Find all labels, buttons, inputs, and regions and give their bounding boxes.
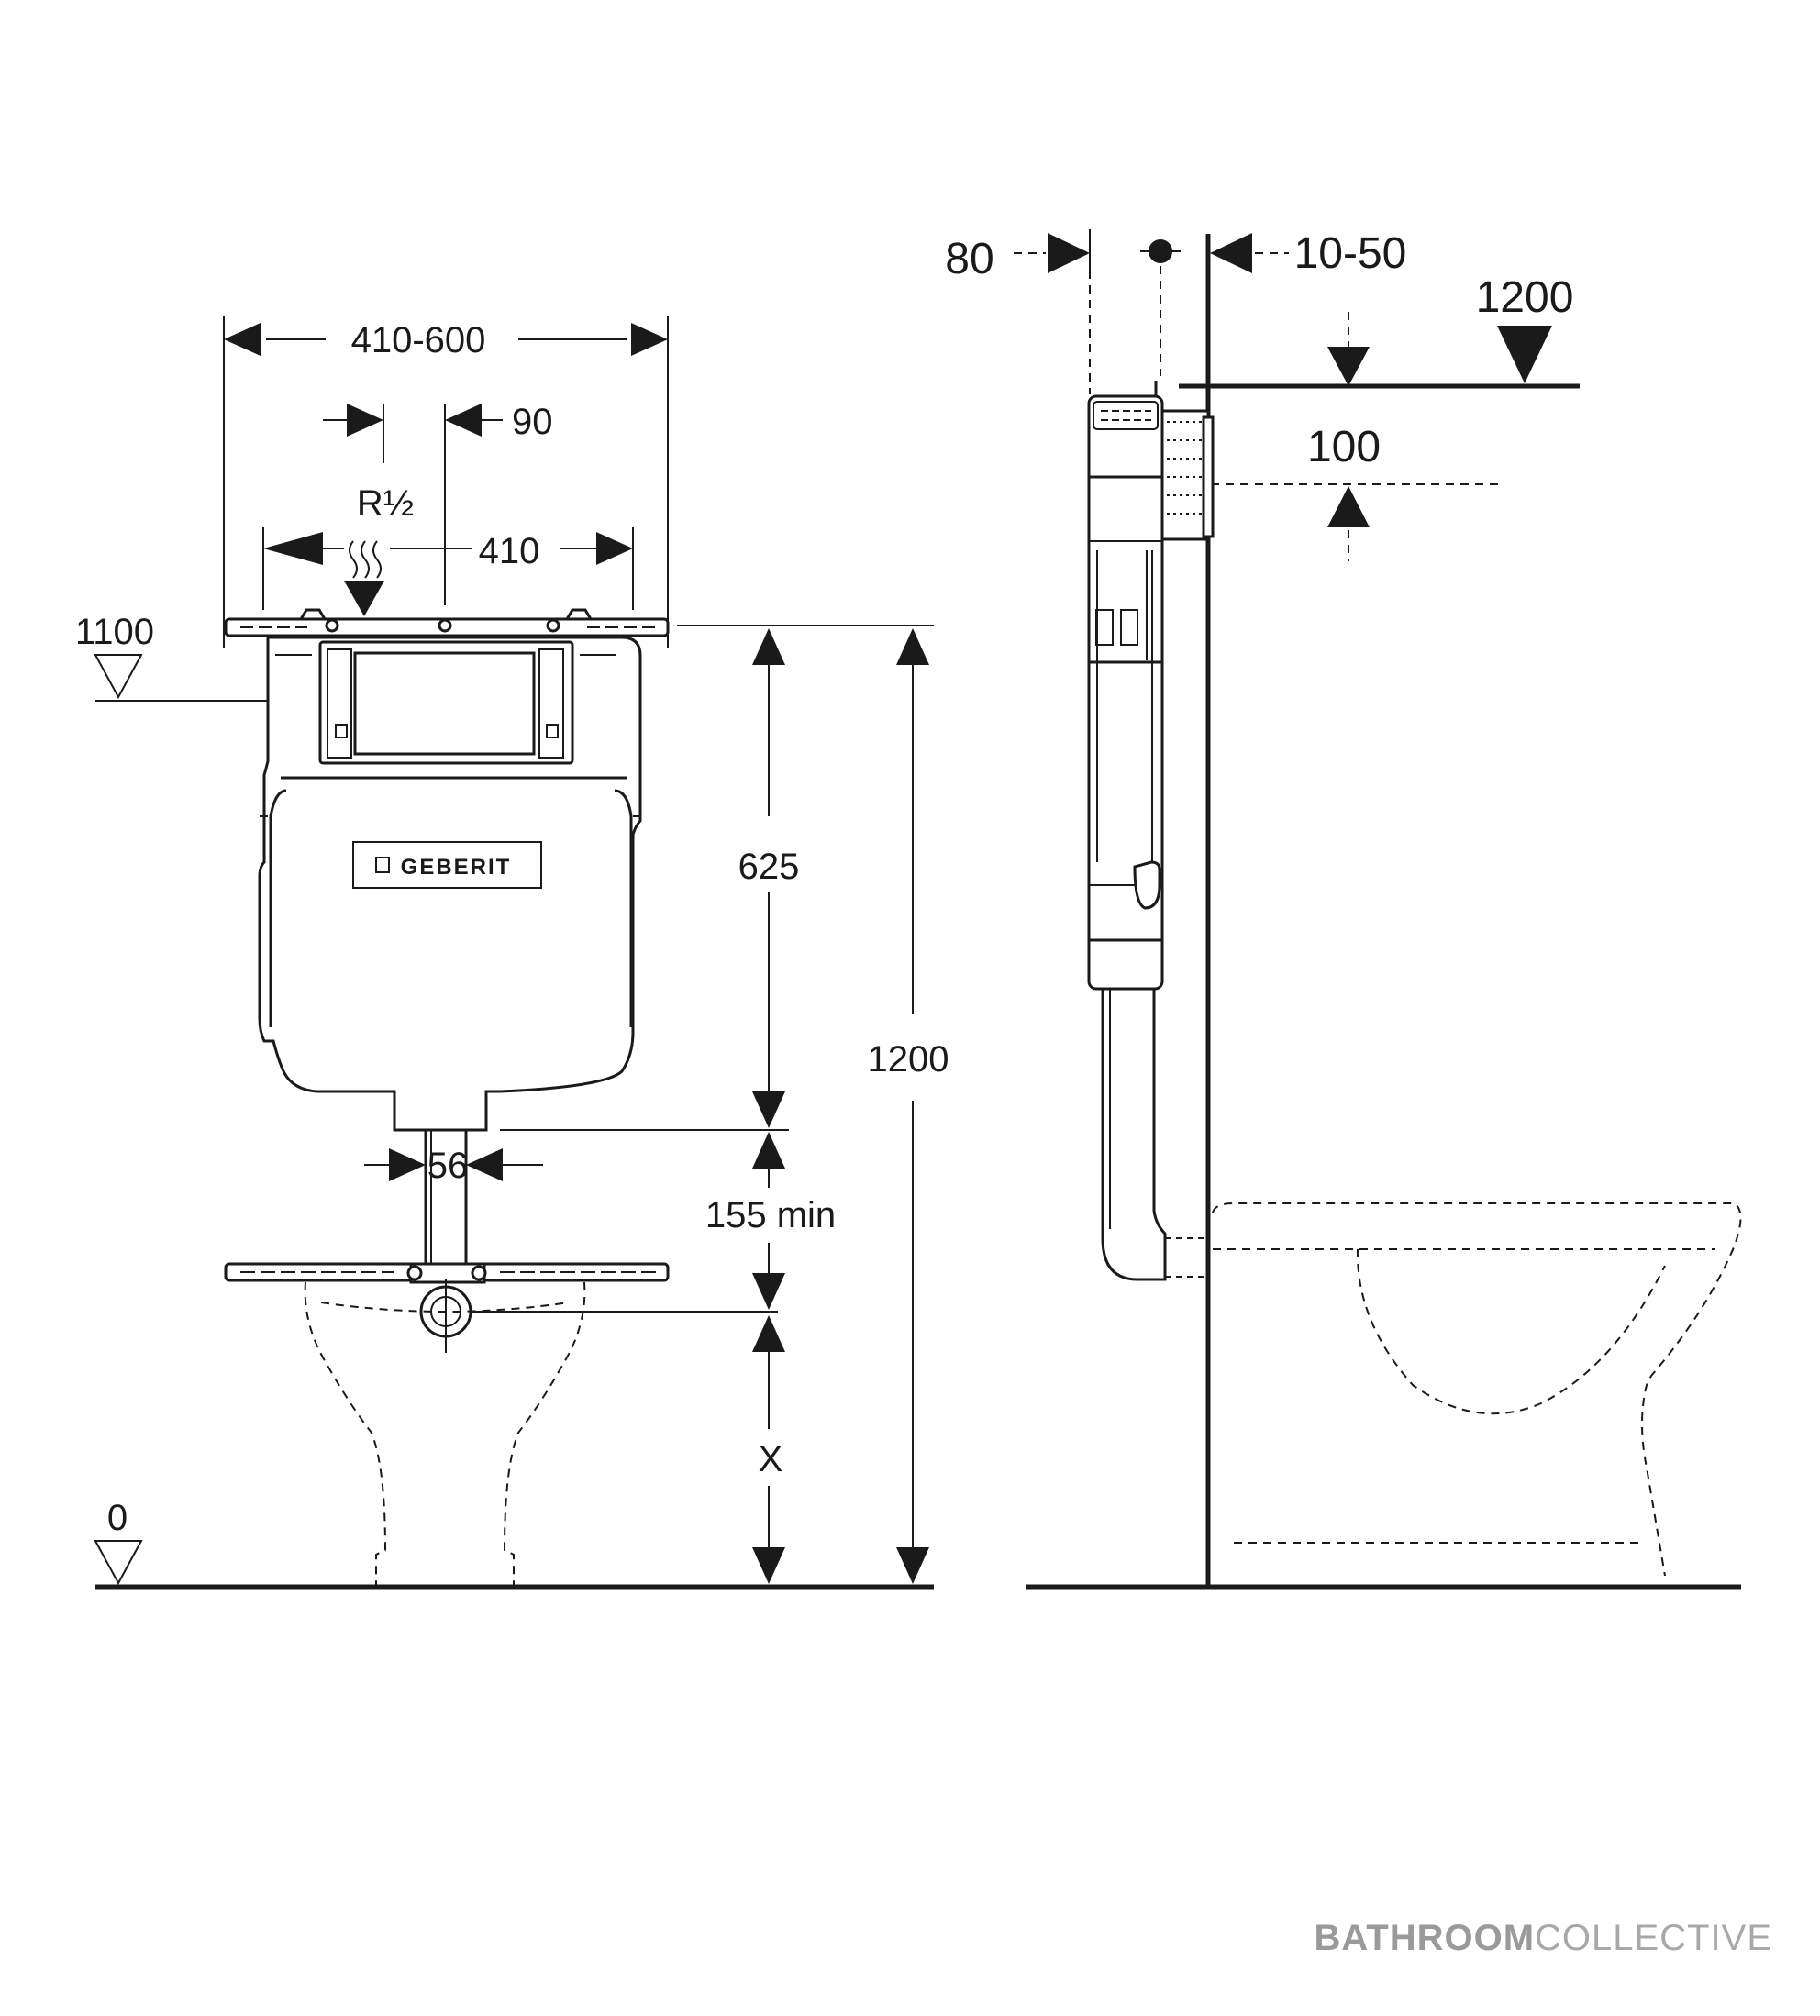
label-0: 0 [107, 1498, 128, 1538]
brand-collective: COLLECTIVE [1535, 1918, 1772, 1958]
label-80: 80 [945, 235, 993, 283]
toilet-pan-side [1212, 1202, 1742, 1577]
dimension-90: 90 [323, 402, 553, 605]
svg-text:BATHROOMCOLLECTIVE: BATHROOMCOLLECTIVE [1314, 1918, 1772, 1958]
bottom-mounting-bracket [224, 1262, 670, 1284]
dimension-80: 80 [945, 229, 1091, 394]
pipe-outlet [419, 1279, 778, 1353]
level-0-marker: 0 [94, 1498, 143, 1586]
brand-bathroom: BATHROOM [1314, 1918, 1535, 1958]
dimension-625: 625 [500, 625, 800, 1131]
dimension-100: 100 [1211, 423, 1500, 561]
label-410-600: 410-600 [351, 320, 486, 360]
dimension-1200-front: 1200 [789, 625, 949, 1584]
label-10-50: 10-50 [1294, 229, 1407, 278]
dimension-410-600: 410-600 [223, 316, 669, 648]
label-155-min: 155 min [705, 1195, 836, 1235]
label-56: 56 [427, 1146, 469, 1186]
cistern-side [1087, 381, 1215, 991]
cistern-front: GEBERIT [258, 636, 642, 1132]
label-1200-front: 1200 [868, 1039, 949, 1080]
label-100: 100 [1307, 423, 1381, 471]
inlet-arrow [344, 581, 384, 616]
flush-pipe-front [424, 1128, 468, 1279]
side-view: 80 10-50 1200 100 [945, 229, 1742, 1590]
geberit-logo: GEBERIT [352, 841, 542, 889]
dimension-56: 56 [364, 1146, 543, 1186]
label-625: 625 [738, 847, 800, 887]
brand-watermark: BATHROOMCOLLECTIVE [1314, 1918, 1772, 1958]
reference-point [1140, 239, 1181, 376]
level-1200-side: 1200 [1179, 273, 1580, 389]
dimension-155-min: 155 min [705, 1132, 836, 1310]
dimension-10-50: 10-50 [1210, 229, 1406, 278]
flush-pipe-side [1101, 987, 1208, 1281]
level-1100-marker: 1100 [75, 612, 633, 702]
label-1200-side: 1200 [1476, 273, 1574, 322]
label-r-half: R½ [357, 483, 414, 524]
label-1100: 1100 [75, 612, 154, 652]
toilet-pan-front [304, 1281, 586, 1587]
logo-geberit: GEBERIT [401, 855, 512, 880]
front-view: 410-600 90 R½ 4 [75, 316, 949, 1590]
dimension-410: 410 [262, 527, 634, 610]
label-410: 410 [479, 531, 540, 571]
dimension-x: X [752, 1315, 785, 1584]
inlet-r-half: R½ [344, 483, 414, 616]
label-90: 90 [512, 402, 553, 442]
label-x: X [759, 1439, 783, 1479]
top-mounting-bracket [224, 608, 670, 637]
